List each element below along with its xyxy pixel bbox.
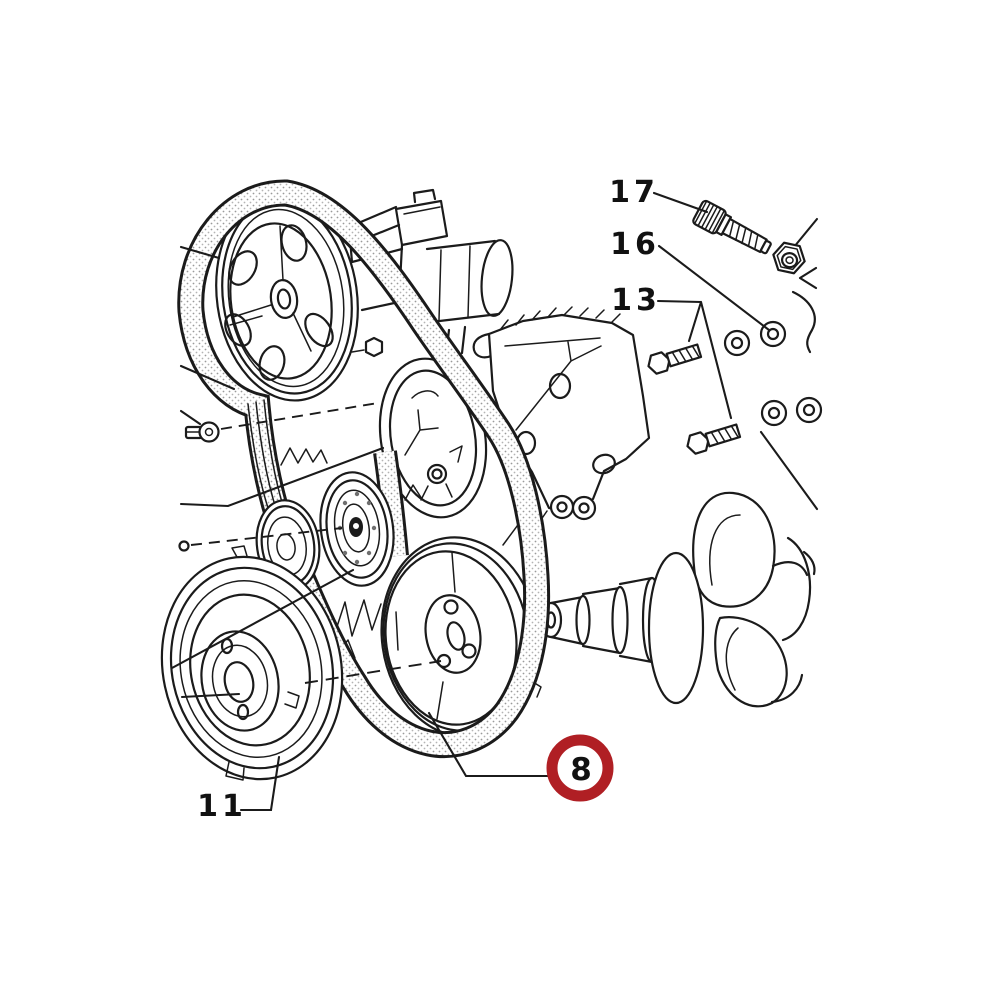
- bearing-idler-pulley: [319, 471, 395, 587]
- pump-mount-bolt: [351, 336, 384, 358]
- nut-hex: [772, 241, 806, 275]
- callouts: 17 16 13 11: [197, 175, 661, 824]
- highlighted-callout-8[interactable]: 8: [546, 734, 614, 802]
- belt-run-segment: [373, 450, 409, 558]
- engine-bracket: [472, 306, 651, 550]
- bolt-13b: [686, 423, 742, 455]
- washer: [795, 396, 823, 424]
- washer: [760, 399, 788, 427]
- callout-8: 8: [570, 752, 592, 788]
- damper-pulley-part11: [160, 545, 344, 781]
- bolt-left-small: [184, 421, 220, 443]
- highlight-ring: [546, 734, 614, 802]
- crankshaft: [539, 491, 812, 708]
- bolt-13a: [647, 343, 703, 375]
- callout-13: 13: [611, 283, 661, 318]
- bearing-balls: [337, 491, 377, 565]
- leader-lines: [170, 191, 771, 812]
- bolt-17: [692, 199, 772, 255]
- washer: [723, 329, 751, 357]
- axis-lines: [178, 402, 442, 684]
- callout-11: 11: [197, 789, 247, 824]
- callout-17: 17: [609, 175, 659, 210]
- pump-pulley: [215, 192, 359, 402]
- callout-16: 16: [610, 227, 660, 262]
- cropped-part-edges: [759, 217, 819, 576]
